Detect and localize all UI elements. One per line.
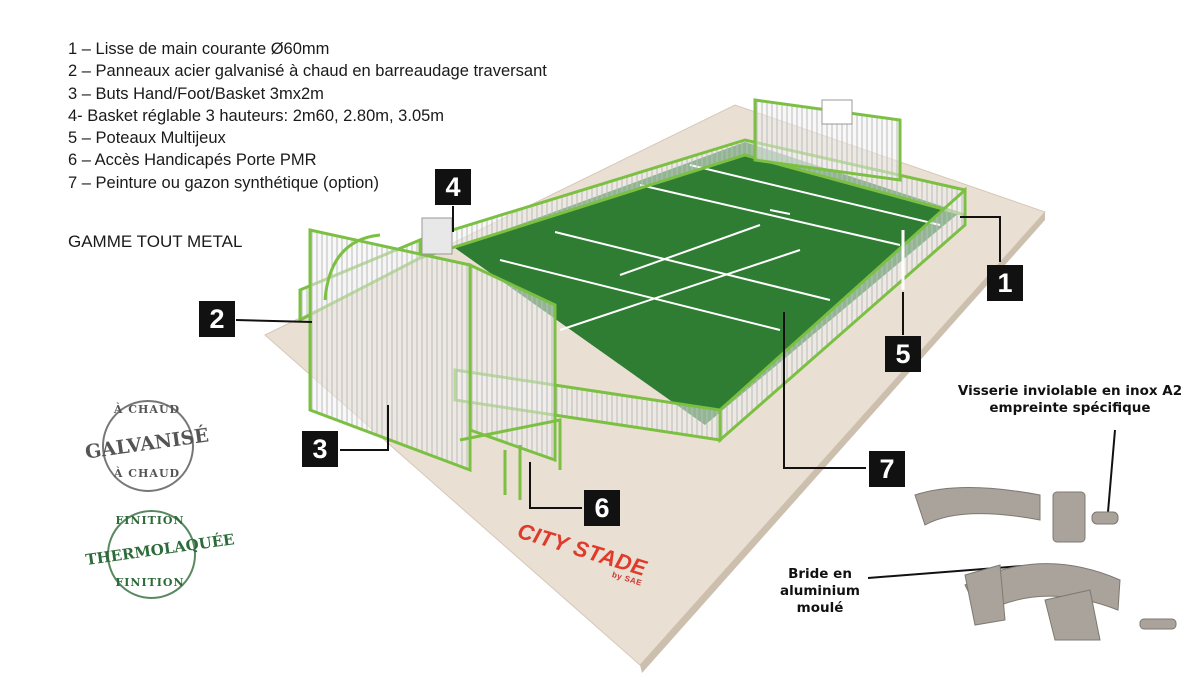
stamp-top: FINITION (115, 514, 185, 527)
screws-label: Visserie inviolable en inox A2 empreinte… (935, 383, 1200, 417)
legend-item: 1 – Lisse de main courante Ø60mm (68, 40, 330, 58)
legend-item: 6 – Accès Handicapés Porte PMR (68, 151, 317, 170)
stamp-bottom: FINITION (115, 576, 185, 589)
marker-6: 6 (584, 490, 620, 526)
legend-item: 3 – Buts Hand/Foot/Basket 3mx2m (68, 84, 324, 103)
stamp-thermolaquee: FINITION THERMOLAQUÉE FINITION (84, 508, 236, 603)
basket-backboard-far (821, 99, 853, 125)
synthetic-turf (455, 142, 960, 425)
bride-foot (964, 564, 1006, 626)
bolt (1139, 618, 1177, 630)
stamp-bottom: À CHAUD (113, 467, 181, 480)
marker-7: 7 (869, 451, 905, 487)
clamp-label: Bride en aluminium moulé (755, 566, 885, 617)
clamp-parts (914, 487, 1177, 641)
range-title: GAMME TOUT METAL (68, 232, 243, 251)
clamp-label-line: aluminium moulé (780, 583, 860, 616)
marker-2: 2 (199, 301, 235, 337)
clamp-block (1052, 491, 1086, 543)
marker-3: 3 (302, 431, 338, 467)
screw (1091, 511, 1119, 525)
legend-item: 7 – Peinture ou gazon synthétique (optio… (68, 173, 379, 192)
court-lines (499, 164, 941, 331)
stamp-top: À CHAUD (113, 403, 181, 416)
legend-list: 1 – Lisse de main courante Ø60mm 2 – Pan… (68, 38, 547, 194)
screws-label-line: empreinte spécifique (989, 400, 1151, 416)
clamp-label-line: Bride en (788, 566, 852, 582)
legend-item: 2 – Panneaux acier galvanisé à chaud en … (68, 62, 547, 81)
stamp-galvanise: À CHAUD GALVANISÉ À CHAUD (84, 395, 210, 495)
clamp-half (914, 487, 1041, 526)
marker-5: 5 (885, 336, 921, 372)
slab-edge (640, 212, 1045, 673)
screws-label-line: Visserie inviolable en inox A2 (957, 383, 1183, 399)
legend-item: 5 – Poteaux Multijeux (68, 129, 226, 148)
bride-foot-2 (1044, 589, 1101, 641)
marker-4: 4 (435, 169, 471, 205)
marker-1: 1 (987, 265, 1023, 301)
legend-item: 4- Basket réglable 3 hauteurs: 2m60, 2.8… (68, 106, 445, 125)
leader-lines (235, 206, 1116, 579)
basket-backboard (421, 217, 453, 255)
